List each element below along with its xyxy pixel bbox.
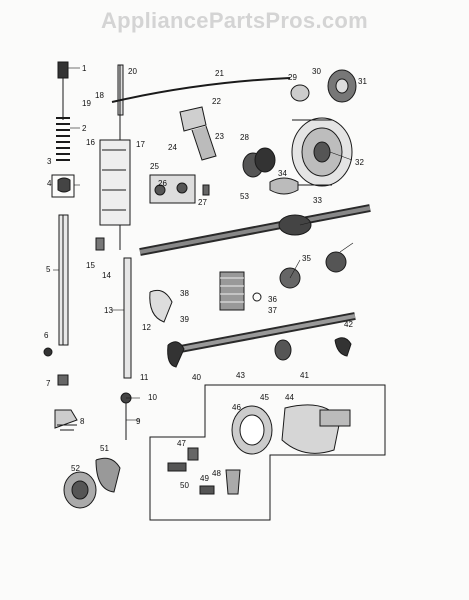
label-part-12: 12 [142,323,151,332]
label-part-30: 30 [312,67,321,76]
label-part-3: 3 [47,157,52,166]
label-part-38: 38 [180,289,189,298]
label-part-49: 49 [200,474,209,483]
label-part-7: 7 [46,379,51,388]
label-part-23: 23 [215,132,224,141]
label-part-33: 33 [313,196,322,205]
label-part-35: 35 [302,254,311,263]
label-part-1: 1 [82,64,87,73]
needle-bar-assembly [43,61,78,431]
label-part-2: 2 [82,124,87,133]
connecting-parts [149,106,217,204]
label-part-32: 32 [355,158,364,167]
label-part-14: 14 [102,271,111,280]
label-part-52: 52 [71,464,80,473]
label-part-45: 45 [260,393,269,402]
label-part-50: 50 [180,481,189,490]
label-part-24: 24 [168,143,177,152]
label-part-51: 51 [100,444,109,453]
label-part-47: 47 [177,439,186,448]
label-part-6: 6 [44,331,49,340]
label-part-19: 19 [82,99,91,108]
label-part-37: 37 [268,306,277,315]
label-part-22: 22 [212,97,221,106]
handwheel-assembly [242,69,357,195]
label-part-43: 43 [236,371,245,380]
label-part-11: 11 [140,373,149,382]
label-part-31: 31 [358,77,367,86]
label-part-17: 17 [136,140,145,149]
top-rod [111,77,291,103]
hook-assembly-box [149,384,386,521]
label-part-42: 42 [344,320,353,329]
label-part-36: 36 [268,295,277,304]
upper-shaft [139,204,371,256]
label-part-53: 53 [240,192,249,201]
label-part-26: 26 [158,179,167,188]
label-part-46: 46 [232,403,241,412]
label-part-39: 39 [180,315,189,324]
label-part-29: 29 [288,73,297,82]
label-part-8: 8 [80,417,85,426]
label-part-28: 28 [240,133,249,142]
lower-shaft [149,289,356,368]
label-part-16: 16 [86,138,95,147]
label-part-21: 21 [215,69,224,78]
label-part-27: 27 [198,198,207,207]
label-part-15: 15 [86,261,95,270]
label-part-48: 48 [212,469,221,478]
gears [219,251,347,311]
label-part-34: 34 [278,169,287,178]
label-part-40: 40 [192,373,201,382]
label-part-5: 5 [46,265,51,274]
label-part-13: 13 [104,306,113,315]
label-part-41: 41 [300,371,309,380]
part-number-labels: 1 2 3 4 5 6 7 8 9 10 11 12 13 14 15 16 1… [44,64,367,490]
label-part-10: 10 [148,393,157,402]
presser-bar-assembly [95,64,132,440]
label-part-9: 9 [136,417,141,426]
watermark-text: AppliancePartsPros.com [100,8,369,33]
label-part-4: 4 [47,179,52,188]
label-part-25: 25 [150,162,159,171]
bobbin-case [63,457,121,509]
label-part-18: 18 [95,91,104,100]
label-part-20: 20 [128,67,137,76]
label-part-44: 44 [285,393,294,402]
